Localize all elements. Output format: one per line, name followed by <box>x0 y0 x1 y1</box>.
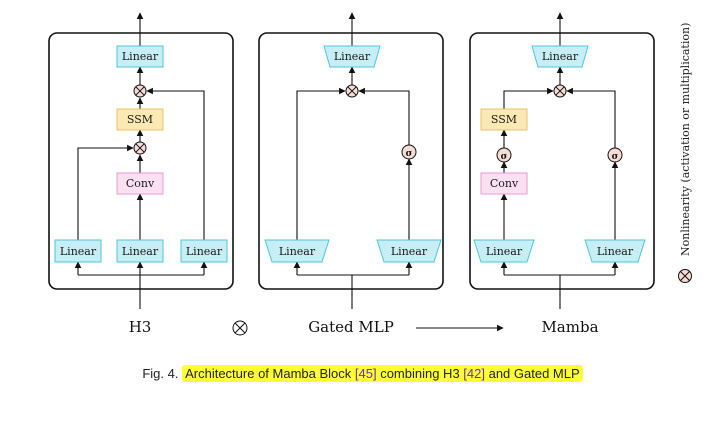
h3-linear-left-box: Linear <box>54 239 102 263</box>
mamba-linear-left-label: Linear <box>486 245 523 258</box>
mamba-conv-label: Conv <box>490 177 519 190</box>
h3-frame <box>48 32 234 290</box>
mamba-sigma-right-label: σ <box>612 152 619 162</box>
gated-mlp-frame <box>258 32 444 290</box>
mamba-ssm-box: SSM <box>480 108 528 131</box>
h3-linear-right-box: Linear <box>180 239 228 263</box>
mamba-linear-right-label: Linear <box>597 245 634 258</box>
mamba-sigma-left-label: σ <box>501 152 508 162</box>
h3-block: Linear SSM Conv Linear Linear Linear <box>48 12 234 336</box>
caption-text-3: and Gated MLP <box>484 366 580 381</box>
gated-mlp-block: Linear Linear Linear σ Gated MLP <box>258 12 444 336</box>
h3-ssm-box: SSM <box>116 108 164 131</box>
architecture-diagram: Linear SSM Conv Linear Linear Linear <box>48 12 692 336</box>
gated-mlp-sigma-icon: σ <box>401 144 417 160</box>
h3-linear-left-label: Linear <box>60 245 97 258</box>
nonlinearity-legend-text: Nonlinearity (activation or multiplicati… <box>679 23 692 256</box>
mamba-linear-right-box: Linear <box>584 239 646 263</box>
gated-mlp-connections <box>293 12 413 309</box>
caption-highlight: Architecture of Mamba Block [45] combini… <box>182 365 583 382</box>
mamba-ssm-label: SSM <box>491 113 517 126</box>
mamba-sigma-left-icon: σ <box>496 147 512 163</box>
caption-text-1: Architecture of Mamba Block <box>185 366 355 381</box>
figure-number: Fig. 4. <box>142 366 179 381</box>
mamba-linear-out-label: Linear <box>542 50 579 63</box>
gated-mlp-block-label: Gated MLP <box>308 318 394 336</box>
combine-operator-icon <box>232 320 248 336</box>
h3-multiply-mid-icon <box>133 141 147 155</box>
h3-conv-box: Conv <box>116 172 164 195</box>
mamba-sigma-right-icon: σ <box>607 147 623 163</box>
h3-block-label: H3 <box>129 318 152 336</box>
gated-mlp-linear-out-box: Linear <box>323 45 381 68</box>
citation-link-42[interactable]: [42] <box>463 366 485 381</box>
gated-mlp-sigma-label: σ <box>406 149 413 159</box>
nonlinearity-legend-icon <box>678 269 692 283</box>
h3-linear-mid-box: Linear <box>116 239 164 263</box>
h3-connections <box>74 12 208 309</box>
gated-mlp-linear-left-box: Linear <box>264 239 330 263</box>
gated-mlp-linear-right-box: Linear <box>376 239 442 263</box>
h3-multiply-top-icon <box>133 84 147 98</box>
mamba-frame <box>469 32 655 290</box>
figure-caption: Fig. 4. Architecture of Mamba Block [45]… <box>0 365 725 382</box>
mamba-multiply-icon <box>553 84 567 98</box>
mamba-block: Linear SSM Conv Linear Linear σ <box>469 12 655 336</box>
h3-linear-mid-label: Linear <box>122 245 159 258</box>
citation-link-45[interactable]: [45] <box>354 366 377 381</box>
mamba-linear-left-box: Linear <box>473 239 535 263</box>
caption-text-2: combining H3 <box>376 366 464 381</box>
mamba-block-label: Mamba <box>541 318 598 336</box>
gated-mlp-multiply-icon <box>345 84 359 98</box>
h3-linear-out-box: Linear <box>116 45 164 68</box>
h3-linear-right-label: Linear <box>186 245 223 258</box>
h3-ssm-label: SSM <box>127 113 153 126</box>
gated-mlp-linear-left-label: Linear <box>279 245 316 258</box>
mamba-linear-out-box: Linear <box>531 45 589 68</box>
mamba-connections <box>500 12 619 309</box>
gated-mlp-linear-right-label: Linear <box>391 245 428 258</box>
gated-mlp-linear-out-label: Linear <box>334 50 371 63</box>
h3-linear-out-label: Linear <box>122 50 159 63</box>
h3-conv-label: Conv <box>126 177 155 190</box>
mamba-conv-box: Conv <box>480 172 528 195</box>
